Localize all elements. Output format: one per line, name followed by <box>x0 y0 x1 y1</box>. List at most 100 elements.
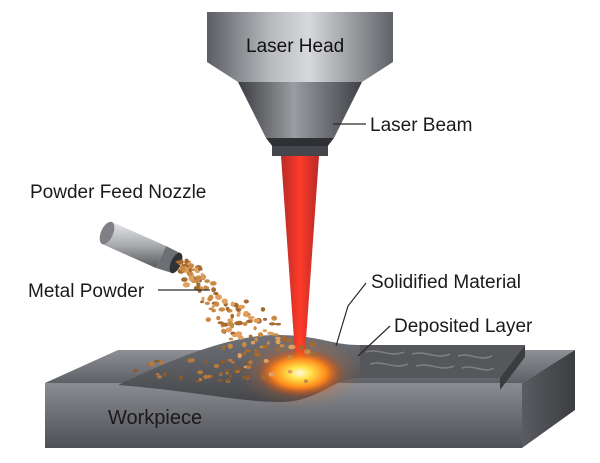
powder-particle <box>205 286 210 290</box>
powder-particle <box>235 320 243 326</box>
powder-particle <box>184 258 189 264</box>
powder-particle <box>242 321 248 326</box>
powder-particle <box>309 341 316 347</box>
powder-particle <box>244 349 252 353</box>
workpiece-side <box>522 350 575 448</box>
powder-particle <box>198 377 203 382</box>
powder-feed-nozzle <box>99 221 183 274</box>
powder-particle <box>268 372 276 377</box>
powder-particle <box>246 365 252 370</box>
label-solidified-material: Solidified Material <box>371 272 521 293</box>
powder-particle <box>159 360 164 365</box>
powder-particle <box>221 298 228 305</box>
powder-particle <box>275 322 282 326</box>
powder-particle <box>204 301 210 305</box>
powder-particle <box>179 375 183 380</box>
powder-particle <box>263 358 269 363</box>
powder-particle <box>188 276 195 282</box>
powder-particle <box>188 263 195 269</box>
powder-particle <box>242 375 246 380</box>
powder-particle <box>275 338 281 345</box>
nozzle-body <box>102 222 166 268</box>
label-workpiece: Workpiece <box>108 407 203 429</box>
powder-particle <box>227 358 233 362</box>
powder-particle <box>275 336 281 340</box>
powder-particle <box>155 373 160 376</box>
powder-particle <box>238 367 242 372</box>
powder-particle <box>303 349 311 355</box>
powder-particle <box>194 279 199 284</box>
powder-particle <box>287 355 293 360</box>
powder-particle <box>275 347 281 351</box>
powder-particle <box>222 322 229 327</box>
powder-particle <box>229 374 232 379</box>
powder-particle <box>214 301 220 307</box>
powder-particle <box>209 281 217 286</box>
nozzle-opening <box>169 252 183 274</box>
powder-particle <box>311 351 316 357</box>
nozzle-back <box>99 221 115 245</box>
powder-particle <box>201 296 205 302</box>
label-deposited-layer: Deposited Layer <box>394 316 533 337</box>
powder-particle <box>211 287 217 293</box>
powder-particle <box>213 291 219 296</box>
powder-particle <box>198 267 203 271</box>
powder-particle <box>272 333 279 337</box>
powder-particle <box>288 344 296 350</box>
powder-particle <box>230 324 234 329</box>
powder-particle <box>271 315 278 321</box>
powder-particle <box>260 307 266 312</box>
powder-particle <box>200 273 204 277</box>
powder-particle <box>231 361 235 364</box>
powder-particle <box>221 328 226 334</box>
powder-particle <box>237 353 242 359</box>
powder-particle <box>279 344 285 348</box>
powder-particle <box>243 299 249 304</box>
powder-particle <box>253 318 260 323</box>
powder-particle <box>220 360 226 365</box>
powder-particle <box>262 317 268 321</box>
leader-lines <box>158 123 391 357</box>
powder-particle <box>204 279 210 283</box>
powder-particle <box>253 326 257 331</box>
powder-particle <box>230 313 234 319</box>
powder-particle <box>228 337 234 341</box>
workpiece-front <box>45 383 522 448</box>
powder-particle <box>182 282 190 288</box>
label-metal-powder: Metal Powder <box>28 281 145 302</box>
powder-particle <box>157 375 163 379</box>
powder-particle <box>230 301 235 307</box>
powder-particle <box>218 379 223 382</box>
powder-particle <box>238 304 246 309</box>
powder-particle <box>287 369 293 374</box>
laser-head <box>207 12 393 156</box>
powder-particle <box>222 345 226 351</box>
powder-particle <box>218 307 226 312</box>
label-laser-beam: Laser Beam <box>370 115 473 136</box>
label-powder-feed-nozzle: Powder Feed Nozzle <box>30 182 207 203</box>
leader-deposited <box>357 325 391 357</box>
powder-particle <box>193 286 200 291</box>
powder-particle <box>181 277 188 282</box>
powder-particle <box>191 358 195 363</box>
powder-particle <box>231 333 239 338</box>
powder-particle <box>225 371 229 375</box>
powder-particle <box>227 343 233 349</box>
powder-particle <box>262 329 268 333</box>
powder-particle <box>226 378 230 383</box>
solidified-track <box>360 345 525 378</box>
track-end <box>500 345 525 390</box>
powder-particle <box>267 331 274 335</box>
track-ripples <box>365 350 495 371</box>
powder-particle <box>205 317 211 322</box>
powder-particle <box>211 304 215 308</box>
powder-particle <box>266 341 270 345</box>
powder-particle <box>206 374 212 379</box>
powder-particle <box>181 264 187 267</box>
powder-particle <box>254 337 259 342</box>
powder-particle <box>234 364 238 368</box>
powder-particle <box>254 348 258 354</box>
powder-particle <box>299 345 305 351</box>
